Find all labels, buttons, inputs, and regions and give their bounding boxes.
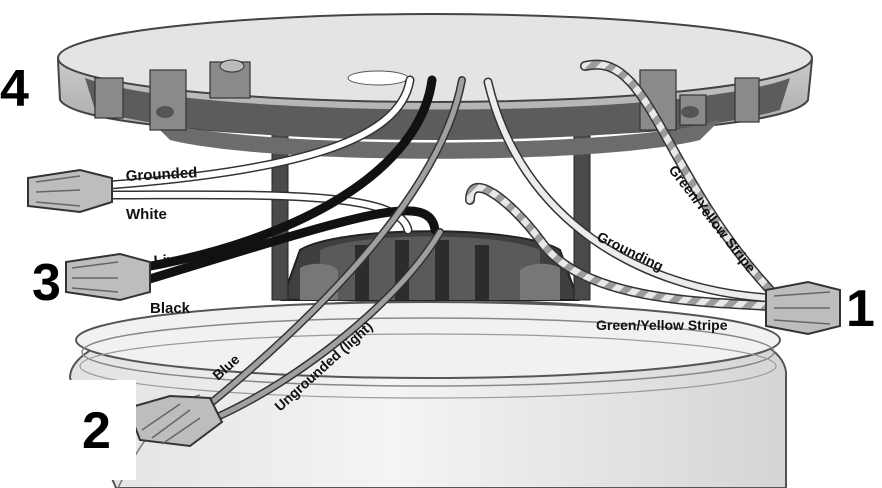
socket-housing: [280, 230, 580, 301]
step-two-background: [70, 380, 136, 480]
wire-nut-3: [65, 252, 151, 302]
label-live: Live: [153, 251, 184, 270]
wire-nut-4: [27, 168, 113, 214]
step-two: 2: [82, 402, 111, 460]
label-black: Black: [150, 300, 191, 317]
light-globe: [68, 298, 787, 488]
wire-nut-1: [765, 280, 841, 336]
label-green-yellow-lower: Green/Yellow Stripe: [596, 317, 728, 333]
step-four: 4: [0, 60, 29, 118]
step-three: 3: [32, 254, 61, 312]
wires: [105, 59, 775, 422]
label-green-yellow-upper: Green/Yellow Stripe: [666, 162, 760, 276]
ceiling-canopy: [56, 13, 814, 159]
label-grounded: Grounded: [125, 164, 197, 185]
step-one: 1: [846, 280, 875, 338]
label-white: White: [126, 206, 167, 223]
